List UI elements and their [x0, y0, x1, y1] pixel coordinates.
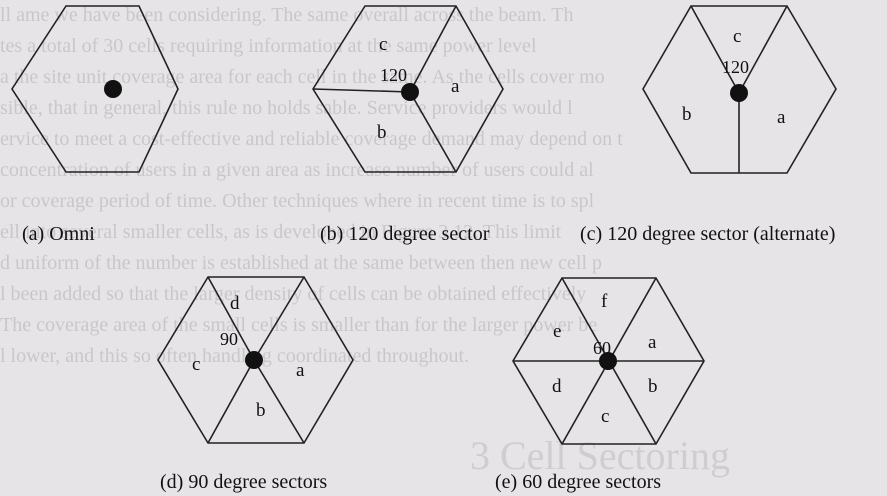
sector-boundary	[409, 91, 457, 173]
background-line: The coverage area of the small cells is …	[0, 314, 598, 336]
sector-angle-label: 90	[220, 329, 238, 349]
background-line: concentration of users in a given area a…	[0, 159, 594, 181]
background-line: ll ame we have been considering. The sam…	[0, 4, 574, 26]
sector-angle-label: 60	[593, 338, 611, 358]
caption-60-degree-sectors: (e) 60 degree sectors	[495, 471, 661, 493]
background-section-heading: 3 Cell Sectoring	[470, 433, 730, 478]
sector-label-a: a	[777, 107, 786, 128]
sector-label-a: a	[451, 76, 460, 97]
sector-label-d: d	[552, 376, 562, 397]
sector-label-d: d	[230, 293, 240, 314]
sector-label-b: b	[256, 400, 266, 421]
sector-label-c: c	[733, 26, 741, 47]
sector-boundary	[312, 88, 411, 93]
sector-boundary	[207, 359, 255, 444]
sector-label-b: b	[648, 376, 658, 397]
background-line: ell into several smaller cells, as is de…	[0, 221, 562, 243]
sector-boundary	[690, 5, 740, 94]
sector-label-c: c	[601, 406, 609, 427]
background-line: d uniform of the number is established a…	[0, 252, 603, 274]
panel-60-degree-sectors: 60 a b c d e f (e) 60 degree sectors	[495, 277, 705, 493]
sector-boundary	[207, 276, 255, 361]
sector-label-c: c	[379, 34, 387, 55]
sector-boundary	[253, 276, 305, 361]
sector-label-a: a	[296, 360, 305, 381]
sector-label-a: a	[648, 332, 657, 353]
panel-120-degree-sector: 120 a b c (b) 120 degree sector	[312, 5, 504, 245]
sector-label-b: b	[682, 104, 692, 125]
panel-120-degree-sector-alternate: 120 a b c (c) 120 degree sector (alterna…	[580, 5, 837, 245]
background-line: or coverage period of time. Other techni…	[0, 190, 595, 212]
antenna-dot	[599, 352, 617, 370]
panel-90-degree-sectors: 90 a b c d (d) 90 degree sectors	[157, 276, 354, 493]
antenna-dot	[401, 83, 419, 101]
antenna-dot	[245, 351, 263, 369]
sector-boundary	[409, 5, 457, 93]
sector-angle-label: 120	[722, 57, 749, 77]
sector-label-e: e	[553, 321, 561, 342]
antenna-dot	[730, 84, 748, 102]
sector-label-f: f	[601, 291, 608, 312]
sector-boundary	[738, 5, 788, 94]
sector-boundary	[253, 359, 305, 444]
sector-label-b: b	[377, 122, 387, 143]
background-line: a the site unit coverage area for each c…	[0, 66, 605, 88]
caption-120-degree-sector-alternate: (c) 120 degree sector (alternate)	[580, 223, 835, 245]
caption-120-degree-sector: (b) 120 degree sector	[320, 223, 490, 245]
sector-label-c: c	[192, 354, 200, 375]
panel-omni: (a) Omni	[11, 5, 179, 245]
sector-angle-label: 120	[380, 65, 407, 85]
background-line: tes a total of 30 cells requiring inform…	[0, 35, 537, 57]
cell-hexagon	[11, 5, 179, 173]
background-line: ervice to meet a cost-effective and reli…	[0, 128, 623, 150]
caption-omni: (a) Omni	[22, 223, 95, 245]
antenna-dot	[104, 80, 122, 98]
caption-90-degree-sectors: (d) 90 degree sectors	[160, 471, 327, 493]
background-line: sible, that in general, this rule no hol…	[0, 97, 573, 119]
